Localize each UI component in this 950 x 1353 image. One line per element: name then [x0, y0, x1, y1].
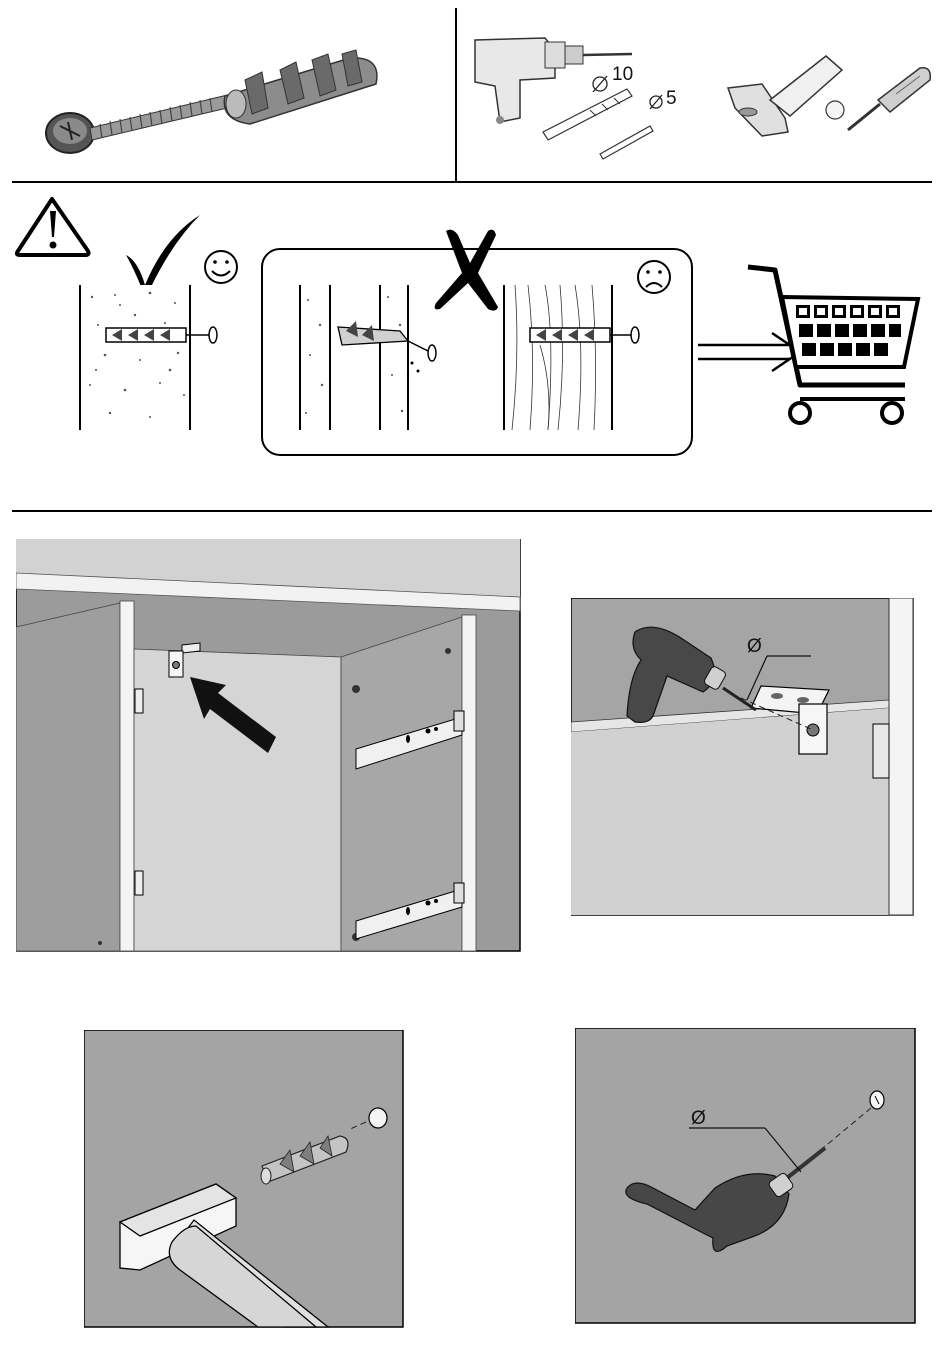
hinge	[135, 689, 143, 713]
screw-head-icon	[826, 101, 844, 119]
step2-art: Ø	[571, 598, 914, 916]
step2-drill-bracket: Ø	[571, 598, 914, 916]
wood-wall-wrong	[504, 285, 639, 430]
smiley-happy-icon	[205, 251, 237, 283]
hollow-wall-wrong	[300, 285, 436, 430]
check-mark-icon	[126, 215, 200, 289]
screwdriver-illustration	[848, 68, 930, 130]
top-section-art: 10 5	[0, 0, 950, 185]
double-arrow-icon	[698, 333, 800, 371]
power-drill-illustration	[475, 38, 632, 124]
x-mark-icon	[435, 230, 498, 311]
drill-bit-large-label: 10	[612, 64, 633, 85]
step1-bracket-location	[16, 539, 521, 952]
top-section: 10 5	[0, 0, 950, 185]
screw-dowel-illustration	[46, 50, 377, 153]
hinge	[135, 871, 143, 895]
step1-art	[16, 539, 521, 952]
smiley-sad-icon	[638, 261, 670, 293]
step4-art: Ø	[575, 1028, 916, 1324]
concrete-wall-ok	[80, 285, 217, 430]
wall-hole	[369, 1108, 387, 1128]
wall-type-section	[0, 185, 950, 515]
step3-art	[84, 1030, 404, 1328]
warning-triangle-icon	[17, 199, 89, 255]
hammer-illustration	[728, 56, 842, 136]
wall-type-art	[0, 185, 950, 515]
step4-drill-wall: Ø	[575, 1028, 916, 1324]
step2-diameter-label: Ø	[747, 636, 762, 657]
step3-hammer-dowel	[84, 1030, 404, 1328]
drill-bit-small-label: 5	[666, 88, 677, 109]
drill-bit-10mm: 10	[543, 64, 633, 140]
step4-diameter-label: Ø	[691, 1108, 706, 1129]
